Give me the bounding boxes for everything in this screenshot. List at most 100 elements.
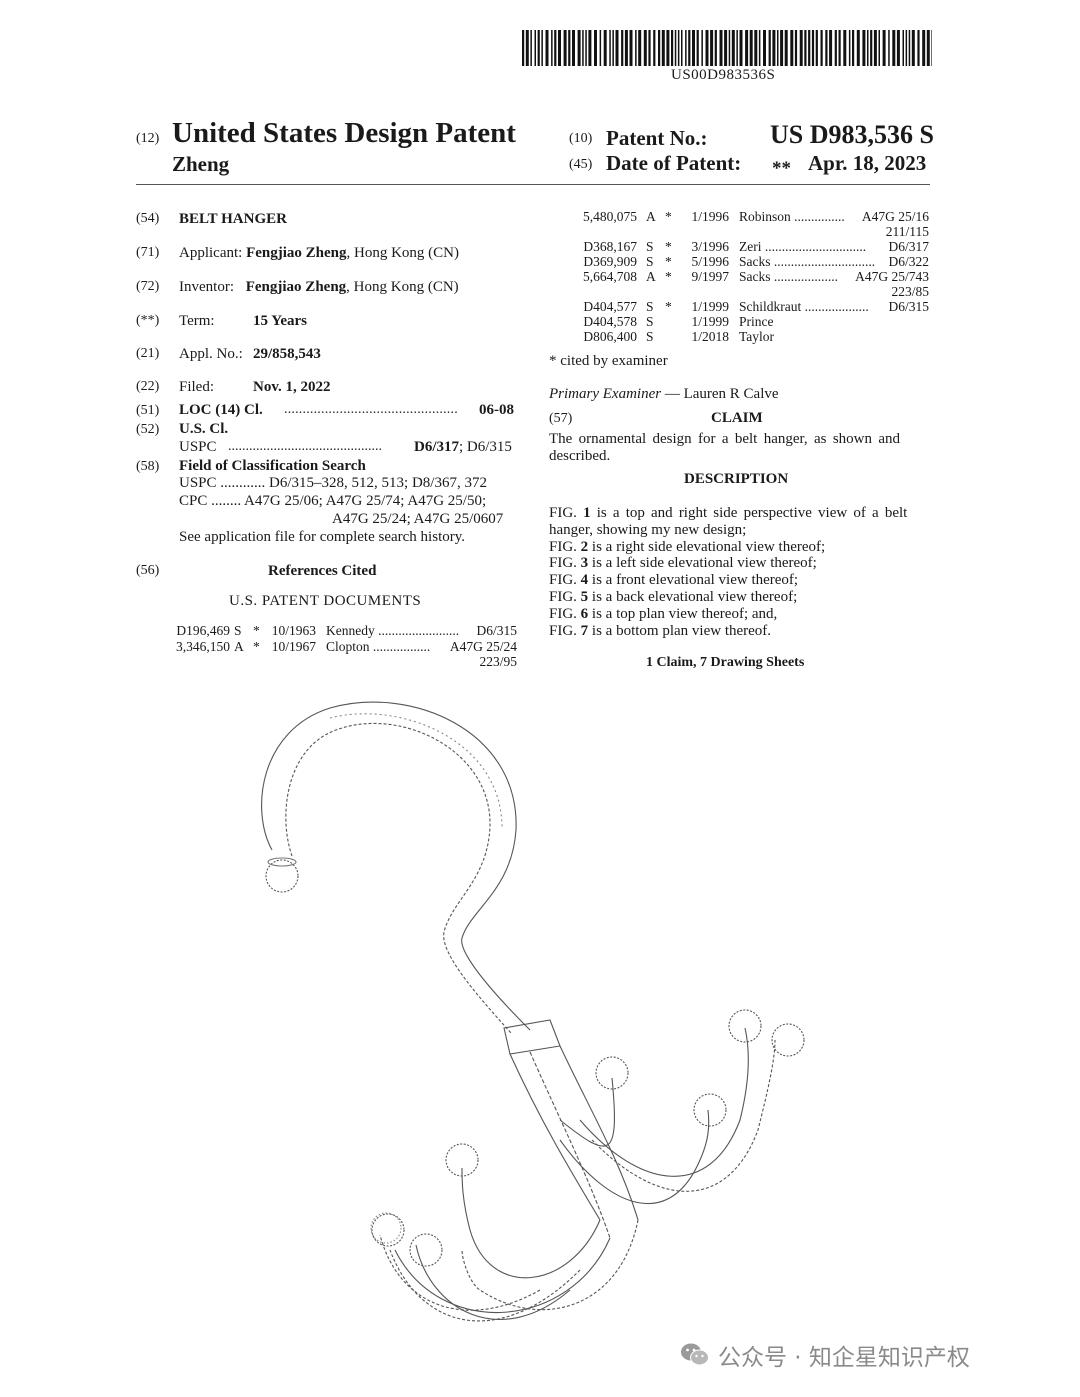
inventor-name: Fengjiao Zheng (245, 279, 347, 295)
fig-text: is a top plan view thereof; and, (588, 605, 778, 622)
ref-name: Taylor (739, 329, 775, 344)
ref-class-cont: 223/85 (891, 284, 929, 299)
barcode-number: US00D983536S (671, 67, 776, 83)
header-rule (136, 184, 930, 185)
barcode-bar (701, 30, 703, 66)
barcode-bar (541, 30, 543, 66)
ref-star: * (665, 254, 672, 269)
loc-label: LOC (14) Cl. (179, 402, 263, 418)
barcode-bar (763, 30, 766, 66)
description-item: FIG. 4 is a front elevational view there… (549, 572, 798, 589)
fig-number: 5 (580, 589, 589, 605)
ref-number: D196,469 (176, 623, 230, 638)
watermark: 公众号 · 知企星知识产权 (680, 1338, 970, 1372)
ref-class: D6/315 (888, 299, 930, 314)
us-patent-docs-heading: U.S. PATENT DOCUMENTS (229, 593, 422, 609)
applicant-field: Applicant: Fengjiao Zheng, Hong Kong (CN… (179, 245, 459, 262)
barcode-bar (834, 30, 837, 66)
fig-text: is a top and right side perspective view… (590, 505, 908, 521)
code-57: (57) (549, 411, 573, 426)
code-71: (71) (136, 245, 160, 260)
uspc-sub: USPC (179, 439, 217, 455)
barcode-bar (558, 30, 561, 66)
ref-star: * (665, 209, 672, 224)
fig-text: is a left side elevational view thereof; (588, 555, 817, 572)
ref-star: * (665, 299, 672, 314)
barcode-bar (892, 30, 896, 66)
ref-kind: S (646, 314, 654, 329)
description-item: FIG. 3 is a left side elevational view t… (549, 555, 817, 572)
barcode-bar (563, 30, 567, 66)
barcode-bar (804, 30, 807, 66)
ref-name: Clopton ................. (326, 638, 431, 654)
fig-number: 6 (580, 605, 589, 622)
wechat-icon (681, 1343, 709, 1366)
examiner-label: Primary Examiner (549, 386, 662, 402)
barcode-bar (931, 30, 932, 66)
code-45: (45) (569, 157, 593, 172)
field-search-cpc: CPC ........ A47G 25/06; A47G 25/74; A47… (179, 493, 487, 509)
barcode-bar (780, 30, 784, 66)
applicant-name: Fengjiao Zheng (246, 245, 347, 261)
ref-class-cont: 211/115 (885, 224, 929, 239)
fig-prefix: FIG. (549, 505, 584, 521)
ref-name: Prince (739, 314, 774, 329)
barcode-bar (522, 30, 525, 66)
ref-class: A47G 25/743 (855, 269, 929, 284)
barcode-bar (648, 30, 651, 66)
belt-hanger-drawing (261, 701, 805, 1322)
barcode-bar (799, 30, 803, 66)
appl-no-value: 29/858,543 (253, 346, 321, 362)
barcode-bar (612, 30, 614, 66)
barcode-bar (777, 30, 779, 66)
ref-star: * (665, 239, 672, 254)
description-item: FIG. 1 is a top and right side perspecti… (549, 505, 907, 522)
filed-value: Nov. 1, 2022 (253, 379, 331, 395)
inventor-label: Inventor: (179, 279, 234, 295)
barcode-bar (661, 30, 665, 66)
code-51: (51) (136, 403, 160, 418)
ref-class: D6/315 (476, 623, 518, 638)
barcode-bar (926, 30, 930, 66)
barcode-bar (681, 30, 683, 66)
barcode-bar (534, 30, 536, 66)
claim-heading: CLAIM (711, 410, 763, 426)
ref-class: D6/317 (888, 239, 930, 254)
fig-prefix: FIG. (549, 589, 581, 605)
ref-class-cont: 223/95 (479, 654, 517, 669)
barcode-bar (551, 30, 553, 66)
ref-number: 3,346,150 (176, 638, 230, 654)
field-search-cpc-cont: A47G 25/24; A47G 25/0607 (332, 511, 504, 527)
barcode-bar (772, 30, 776, 66)
fig-prefix: FIG. (549, 538, 581, 555)
ref-number: D404,578 (583, 314, 637, 329)
inventor-surname: Zheng (172, 152, 230, 176)
watermark-text: 公众号 · 知企星知识产权 (718, 1345, 970, 1371)
ref-star: * (253, 623, 260, 638)
barcode-bar (815, 30, 818, 66)
ref-name: Sacks .............................. (739, 254, 876, 269)
code-21: (21) (136, 346, 160, 361)
barcode-bar (829, 30, 833, 66)
ref-name: Kennedy ........................ (326, 623, 460, 638)
code-58: (58) (136, 459, 160, 474)
barcode-bar (882, 30, 886, 66)
ref-date: 9/1997 (691, 269, 729, 284)
ref-class: A47G 25/24 (449, 638, 517, 654)
description-heading: DESCRIPTION (684, 471, 789, 487)
us-cl-label: U.S. Cl. (179, 421, 229, 437)
fig-text: is a bottom plan view thereof. (588, 622, 772, 639)
field-search-label: Field of Classification Search (179, 458, 366, 474)
barcode-bar (599, 30, 602, 66)
fig-number: 1 (583, 505, 591, 521)
code-term: (**) (136, 313, 160, 328)
ref-class: D6/322 (888, 254, 930, 269)
barcode-bar (731, 30, 735, 66)
claim-text-line2: described. (549, 448, 611, 464)
barcode-bar (674, 30, 677, 66)
barcode-bar (896, 30, 900, 66)
barcode-bar (843, 30, 847, 66)
code-72: (72) (136, 279, 160, 294)
ref-date: 5/1996 (691, 254, 729, 269)
barcode-bar (568, 30, 571, 66)
